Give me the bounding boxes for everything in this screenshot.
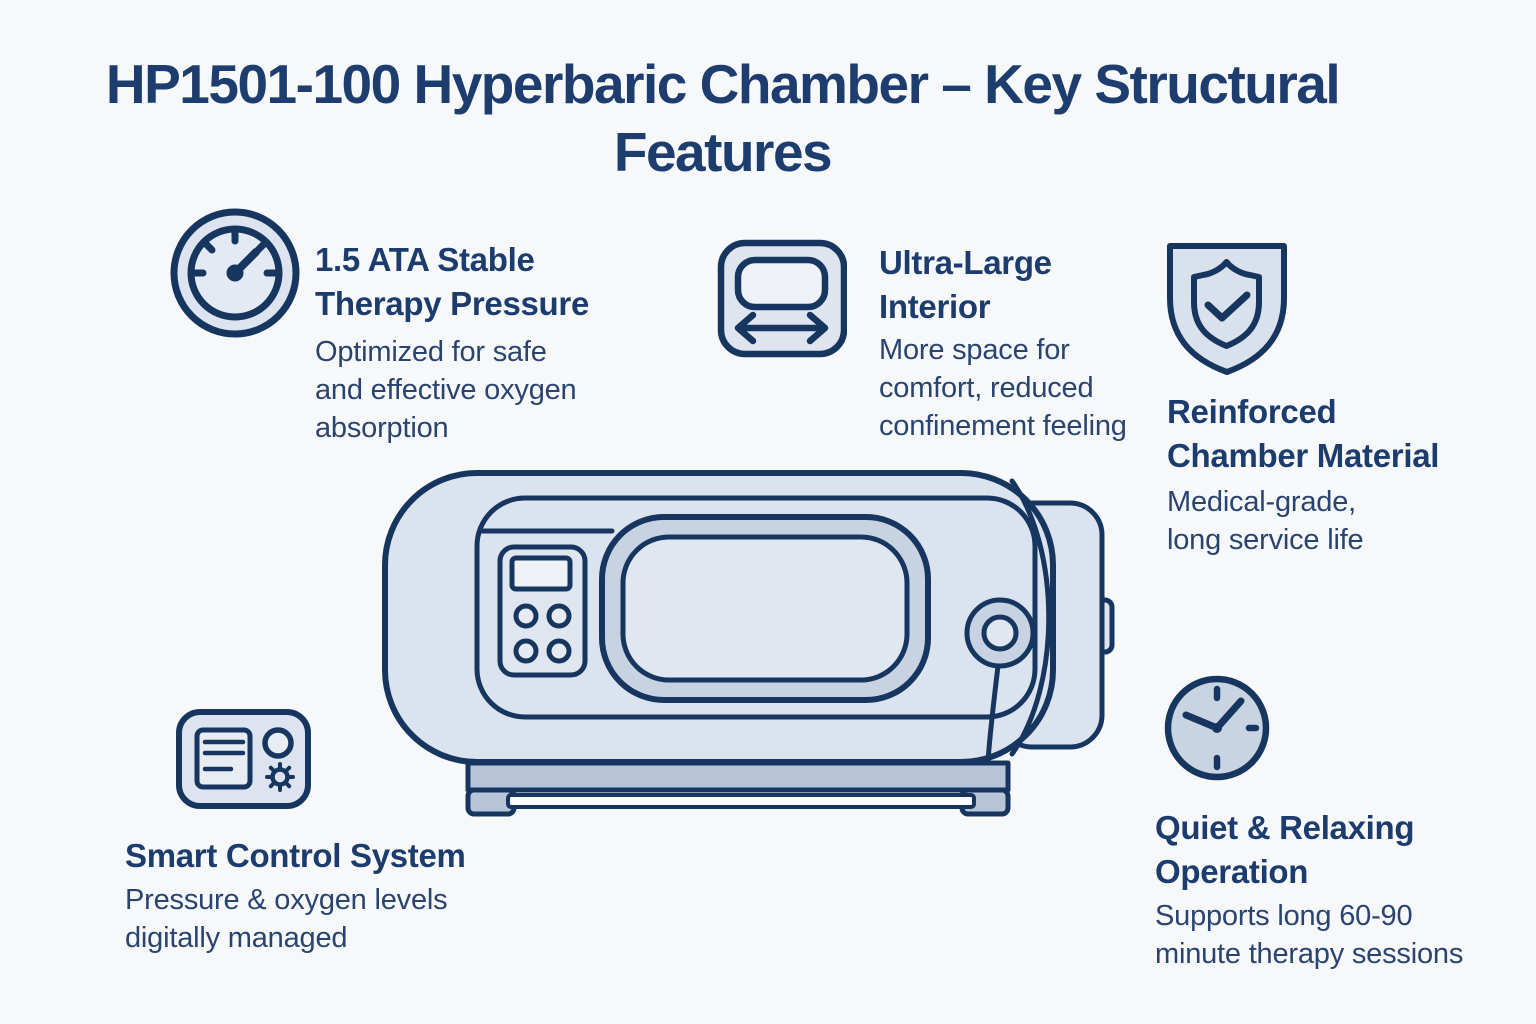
width-arrows-icon (717, 238, 847, 358)
gauge-icon (165, 203, 305, 343)
chamber-window-glass (620, 534, 910, 683)
feature-title-control: Smart Control System (125, 837, 466, 874)
feature-title-pressure: 1.5 ATA Stable Therapy Pressure (315, 241, 590, 322)
chamber-port-cable (985, 663, 1001, 764)
feature-desc-control: Pressure & oxygen levels digitally manag… (125, 884, 448, 954)
chamber-button (546, 603, 572, 629)
feature-desc-quiet: Supports long 60-90 minute therapy sessi… (1155, 900, 1464, 970)
feature-title-interior: Ultra-Large Interior (879, 244, 1052, 325)
chamber-port (981, 614, 1019, 652)
chamber-inner-panel (474, 495, 1038, 720)
chamber-button (546, 638, 572, 664)
feature-desc-interior: More space for comfort, reduced confinem… (879, 334, 1127, 442)
hyperbaric-chamber-illustration (360, 440, 1140, 840)
control-panel-icon (176, 709, 311, 809)
feature-title-quiet: Quiet & Relaxing Operation (1155, 809, 1415, 890)
shield-check-icon (1162, 238, 1292, 378)
page-title: HP1501-100 Hyperbaric Chamber – Key Stru… (105, 53, 1341, 184)
feature-desc-material: Medical-grade, long service life (1167, 486, 1364, 556)
chamber-end-seam (1009, 478, 1052, 757)
chamber-base-rail (506, 793, 976, 809)
feature-title-material: Reinforced Chamber Material (1167, 393, 1440, 474)
chamber-control-display (509, 555, 573, 592)
chamber-button (513, 603, 539, 629)
clock-icon (1161, 672, 1273, 784)
chamber-base-bar (465, 760, 1011, 793)
feature-desc-pressure: Optimized for safe and effective oxygen … (315, 336, 577, 444)
chamber-button (513, 638, 539, 664)
